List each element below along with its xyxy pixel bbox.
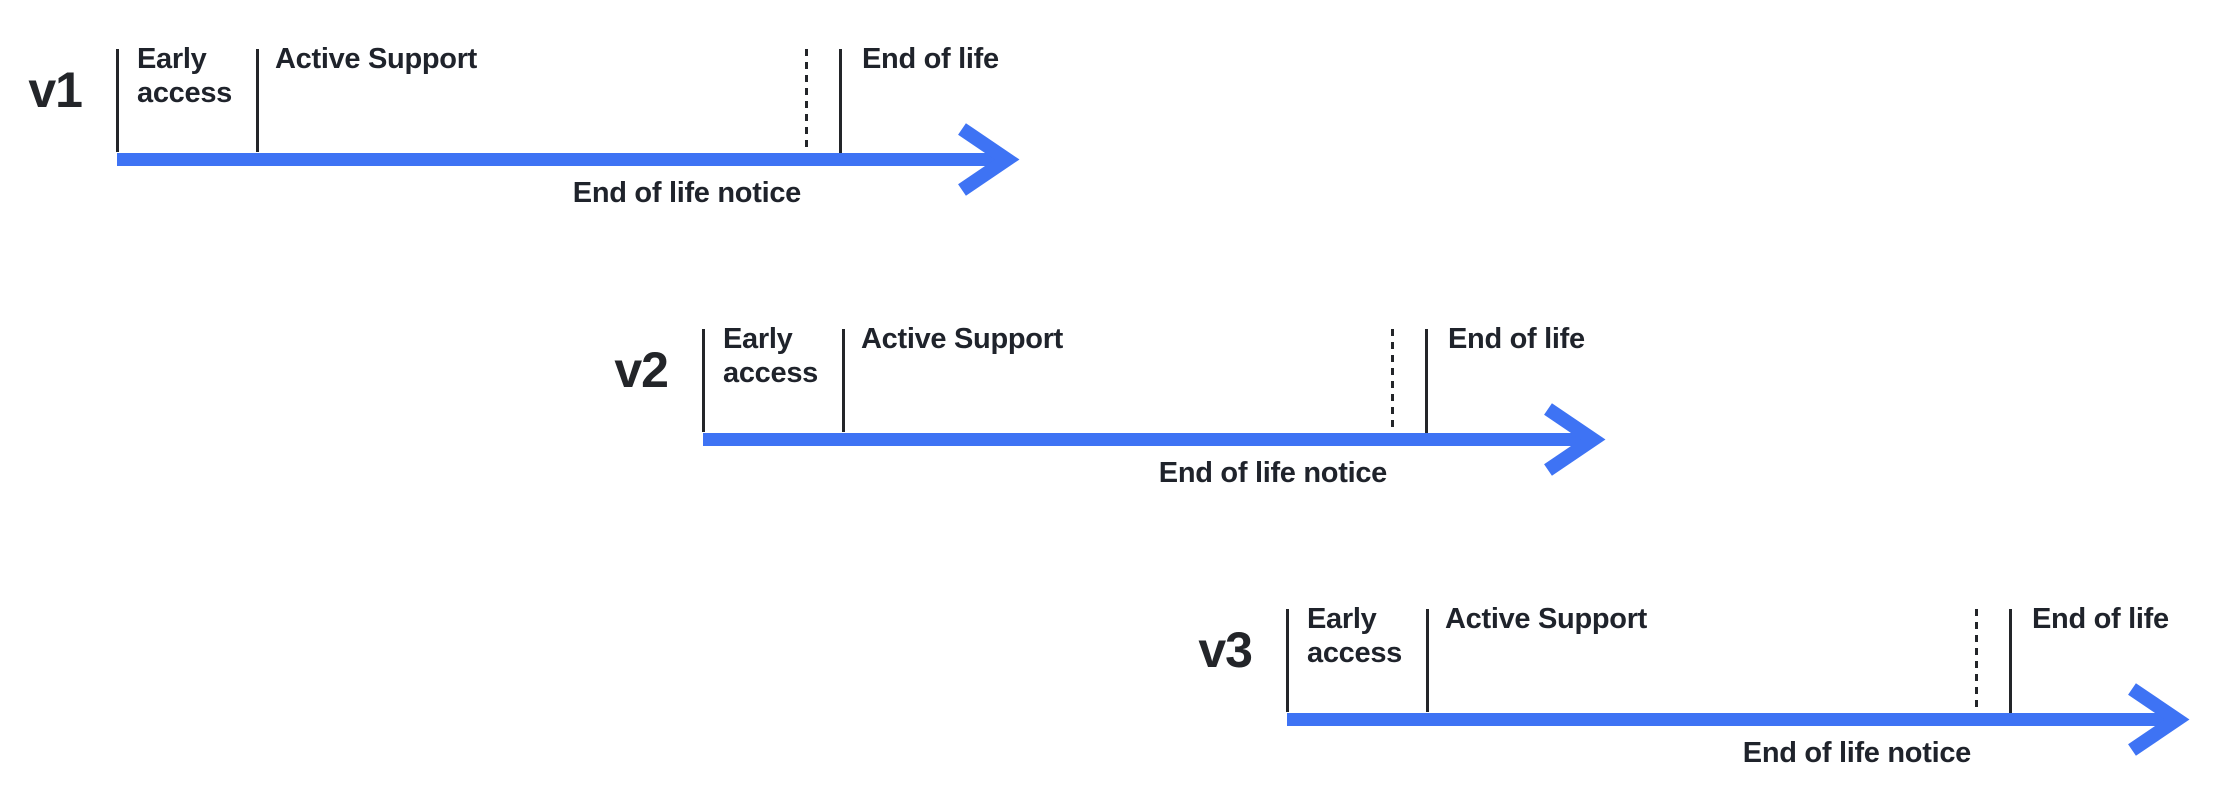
timeline-arrow-icon (703, 403, 1606, 476)
active-support-label: Active Support (861, 323, 1064, 355)
phase-divider-early-end (256, 49, 259, 152)
eol-divider (2009, 609, 2012, 713)
version-label: v3 (1198, 622, 1253, 678)
end-of-life-label: End of life (2032, 603, 2169, 635)
early-access-label: Early access (1307, 603, 1402, 669)
eol-notice-divider-dashed (1975, 609, 1978, 710)
early-access-label: Early access (137, 43, 232, 109)
version-label: v2 (614, 342, 669, 398)
end-of-life-notice-label: End of life notice (572, 177, 802, 209)
end-of-life-notice-label: End of life notice (1742, 737, 1972, 769)
end-of-life-notice-label: End of life notice (1158, 457, 1388, 489)
end-of-life-label: End of life (862, 43, 999, 75)
active-support-label: Active Support (1445, 603, 1648, 635)
phase-divider-early-end (842, 329, 845, 432)
timeline-v2: v2 Early access Active Support End of li… (614, 323, 1703, 559)
end-of-life-label: End of life (1448, 323, 1585, 355)
eol-divider (839, 49, 842, 153)
early-access-label: Early access (723, 323, 818, 389)
timeline-arrow-icon (1287, 683, 2190, 756)
phase-divider-start (116, 49, 119, 152)
eol-notice-divider-dashed (1391, 329, 1394, 430)
version-label: v1 (28, 62, 83, 118)
phase-divider-start (1286, 609, 1289, 712)
phase-divider-start (702, 329, 705, 432)
timeline-v3: v3 Early access Active Support End of li… (1198, 603, 2228, 812)
phase-divider-early-end (1426, 609, 1429, 712)
active-support-label: Active Support (275, 43, 478, 75)
eol-divider (1425, 329, 1428, 433)
timeline-arrow-icon (117, 123, 1020, 196)
eol-notice-divider-dashed (805, 49, 808, 150)
timeline-v1: v1 Early access Active Support End of li… (28, 43, 1117, 279)
